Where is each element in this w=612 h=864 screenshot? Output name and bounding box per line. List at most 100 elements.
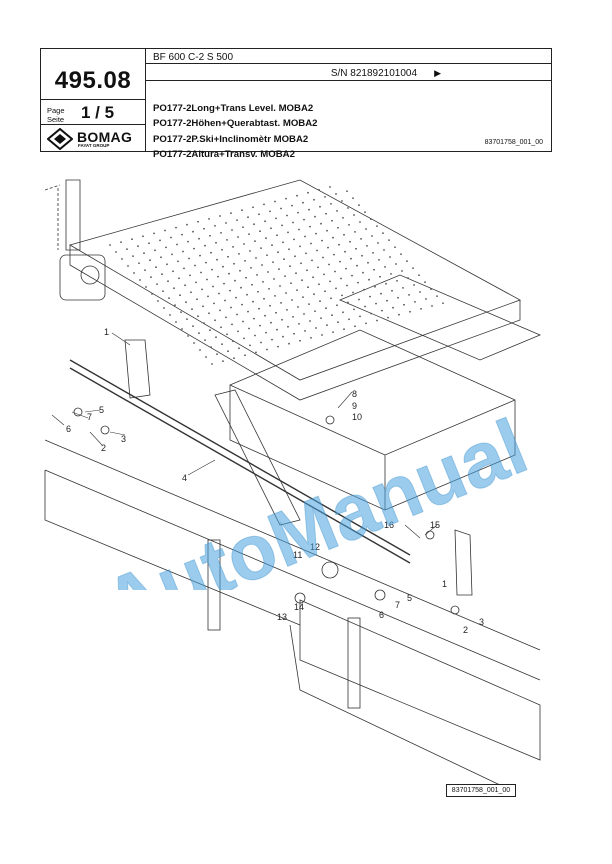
perforation-dot — [283, 258, 285, 261]
callout-2: 2 — [463, 625, 468, 635]
perforation-dot — [250, 267, 252, 269]
perforation-dot — [366, 245, 368, 247]
perforation-dot — [414, 301, 416, 303]
perforation-dot — [317, 266, 319, 269]
perforation-dot — [133, 272, 135, 274]
perforation-dot — [200, 271, 202, 274]
perforation-dot — [242, 226, 244, 229]
perforation-dot — [298, 323, 300, 325]
perforation-dot — [284, 275, 286, 277]
perforation-dot — [247, 216, 249, 219]
perforation-dot — [215, 336, 217, 339]
perforation-dot — [227, 350, 229, 353]
perforation-dot — [319, 205, 321, 208]
callout-1: 1 — [104, 327, 109, 337]
perforation-dot — [193, 247, 195, 250]
perforation-dot — [205, 356, 207, 358]
perforation-dot — [347, 301, 349, 304]
perforation-dot — [240, 286, 242, 289]
perforation-dot — [253, 317, 255, 320]
perforation-dot — [163, 307, 165, 309]
perforation-dot — [227, 255, 229, 258]
perforation-dot — [353, 308, 355, 311]
perforation-dot — [175, 226, 177, 229]
perforation-dot — [274, 200, 276, 203]
perforation-dot — [209, 234, 211, 237]
perforation-dot — [115, 251, 117, 253]
perforation-dot — [198, 332, 200, 334]
perforation-dot — [354, 231, 356, 233]
perforation-dot — [211, 268, 213, 271]
perforation-dot — [277, 345, 279, 348]
perforation-pattern — [109, 186, 444, 365]
perforation-dot — [376, 225, 378, 228]
perforation-dot — [269, 304, 271, 307]
perforation-dot — [436, 295, 438, 297]
perforation-dot — [300, 262, 302, 265]
perforation-dot — [396, 280, 398, 282]
perforation-dot — [165, 246, 167, 249]
perforation-dot — [271, 338, 273, 341]
perforation-dot — [289, 265, 291, 268]
perforation-dot — [244, 354, 246, 357]
perforation-dot — [382, 232, 384, 235]
perforation-dot — [188, 257, 190, 260]
perforation-dot — [403, 303, 405, 306]
callout-11: 11 — [293, 550, 302, 560]
perforation-dot — [339, 260, 341, 263]
perforation-dot — [324, 290, 326, 293]
perforation-dot — [387, 316, 389, 319]
perforation-dot — [357, 281, 359, 284]
perforation-dot — [183, 267, 185, 270]
perforation-dot — [272, 261, 274, 263]
perforation-dot — [408, 294, 410, 296]
perforation-dot — [220, 232, 222, 234]
perforation-dot — [374, 285, 376, 288]
perforation-dot — [148, 242, 150, 245]
perforation-dot — [328, 263, 330, 266]
callout-13: 13 — [277, 612, 287, 622]
perforation-dot — [308, 208, 310, 211]
perforation-dot — [214, 319, 216, 322]
perforation-dot — [299, 245, 301, 248]
perforation-dot — [219, 215, 221, 217]
machine-model: BF 600 C-2 S 500 — [153, 52, 234, 63]
callout-4: 4 — [182, 473, 187, 483]
perforation-dot — [197, 220, 199, 223]
perforation-dot — [325, 212, 327, 215]
perforation-dot — [310, 242, 312, 245]
perforation-dot — [293, 238, 295, 241]
title-line: PO177-2Long+Trans Level. MOBA2 — [153, 103, 314, 114]
perforation-dot — [187, 335, 189, 337]
perforation-dot — [225, 222, 227, 224]
perforation-dot — [153, 232, 155, 235]
perforation-dot — [364, 211, 366, 214]
perforation-dot — [234, 279, 236, 282]
perforation-dot — [209, 329, 211, 332]
perforation-dot — [282, 241, 284, 244]
perforation-dot — [313, 198, 315, 201]
perforation-dot — [202, 305, 204, 308]
perforation-dot — [420, 308, 422, 310]
perforation-dot — [298, 228, 300, 231]
perforation-dot — [337, 321, 339, 324]
perforation-dot — [394, 246, 396, 249]
perforation-dot — [320, 222, 322, 225]
perforation-dot — [217, 275, 219, 278]
perforation-dot — [208, 218, 210, 220]
perforation-dot — [258, 307, 260, 310]
perforation-dot — [321, 334, 323, 336]
perforation-dot — [330, 297, 332, 300]
perforation-dot — [237, 236, 239, 238]
perforation-dot — [120, 241, 122, 244]
perforation-dot — [245, 276, 247, 279]
perforation-dot — [343, 328, 345, 331]
perforation-dot — [177, 260, 179, 263]
perforation-dot — [307, 191, 309, 194]
perforation-dot — [341, 200, 343, 202]
perforation-dot — [291, 204, 293, 207]
perforation-dot — [400, 253, 402, 256]
perforation-dot — [232, 340, 234, 343]
perforation-dot — [215, 241, 217, 244]
perforation-dot — [199, 349, 201, 351]
